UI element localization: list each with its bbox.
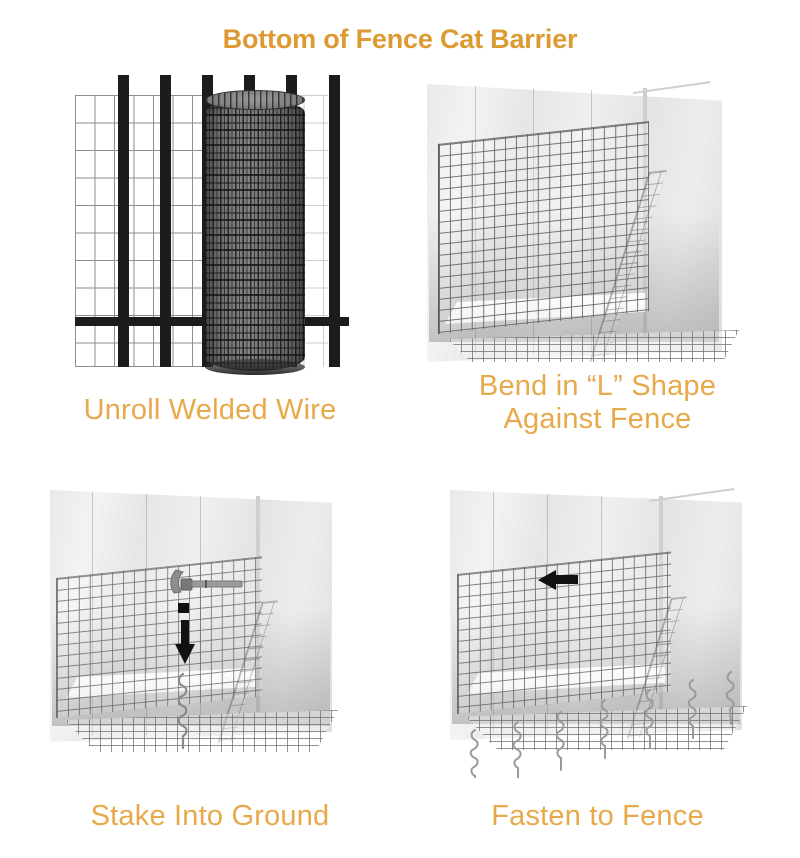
caption-line: Against Fence	[503, 402, 692, 435]
step-caption-3: Stake Into Ground	[20, 800, 400, 833]
caption-line: Fasten to Fence	[491, 800, 704, 832]
illustration-unroll-welded-wire	[20, 62, 400, 380]
step-caption-2: Bend in “L” Shape Against Fence	[405, 370, 790, 436]
ground-stake-icon	[642, 689, 658, 749]
step-panel-2: Bend in “L” Shape Against Fence	[405, 62, 790, 437]
l-shape-scene	[405, 62, 790, 362]
fasten-scene	[405, 478, 790, 778]
roll-body	[205, 99, 305, 371]
fence-rail-icon	[305, 317, 349, 326]
fence-top-rail-icon	[648, 488, 735, 502]
ground-stake-icon	[467, 729, 483, 778]
ground-stake-icon	[510, 721, 526, 778]
page-title: Bottom of Fence Cat Barrier	[222, 24, 578, 54]
step-panel-3: Stake Into Ground	[20, 478, 400, 853]
caption-line: Bend in “L” Shape	[478, 370, 717, 402]
fence-bar-icon	[118, 75, 129, 367]
stake-head-icon	[178, 603, 189, 613]
ground-stake-icon	[553, 711, 569, 771]
step-panel-4: Fasten to Fence	[405, 478, 790, 853]
down-arrow-icon	[175, 620, 195, 664]
stake-scene	[20, 478, 400, 778]
wire-mesh-sheet-icon	[75, 95, 206, 367]
fence-rail-icon	[75, 317, 210, 326]
caption-line: Stake Into Ground	[90, 800, 330, 832]
illustration-fasten-to-fence	[405, 478, 790, 778]
ground-stake-icon	[723, 671, 739, 725]
fence-bar-icon	[329, 75, 340, 367]
step-panel-1: Unroll Welded Wire	[20, 62, 400, 437]
left-arrow-icon	[538, 570, 578, 590]
fence-bar-icon	[160, 75, 171, 367]
step-caption-4: Fasten to Fence	[405, 800, 790, 833]
roll-bottom-ellipse	[205, 359, 305, 375]
ground-stake-icon	[685, 679, 701, 739]
step-caption-1: Unroll Welded Wire	[20, 394, 400, 427]
illustration-bend-l-shape	[405, 62, 790, 362]
roll-top-ellipse	[205, 90, 305, 110]
ground-stake-icon	[597, 699, 613, 759]
hammer-icon	[168, 566, 246, 600]
illustration-stake-into-ground	[20, 478, 400, 778]
caption-line: Unroll Welded Wire	[83, 394, 337, 426]
wire-roll-scene	[20, 62, 400, 380]
welded-wire-roll-icon	[205, 90, 305, 375]
ground-stake-icon	[174, 672, 194, 750]
